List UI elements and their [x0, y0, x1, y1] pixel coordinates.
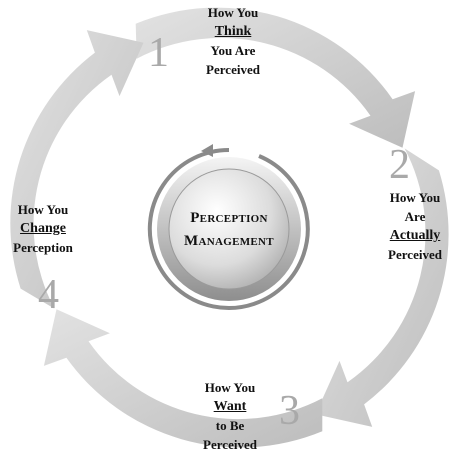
- step-3-emphasis: Want: [213, 399, 247, 414]
- step-4-emphasis: Change: [20, 221, 66, 236]
- step-1-label: How You Think You Are Perceived: [178, 3, 288, 79]
- center-cycle-arrow: [147, 148, 310, 310]
- step-1-number: 1: [148, 30, 169, 76]
- arrow-top-right: [135, 7, 416, 148]
- step-2-line2: Are: [404, 209, 426, 224]
- step-1-line1: How You: [207, 5, 259, 20]
- step-3-number: 3: [279, 388, 300, 434]
- arrow-top-left: [10, 30, 144, 309]
- center-emblem: Perception Management: [147, 144, 310, 310]
- step-2-label: How You Are Actually Perceived: [375, 188, 455, 264]
- step-1-emphasis: Think: [214, 24, 252, 39]
- step-2-emphasis: Actually: [389, 228, 441, 243]
- step-3-line3: Perceived: [203, 437, 257, 452]
- step-4-line1: How You: [17, 202, 69, 217]
- step-2-line3: Perceived: [388, 247, 442, 262]
- arrow-bottom-right: [315, 148, 449, 427]
- arrow-bottom-left: [43, 309, 323, 448]
- center-title-line1: Perception: [190, 210, 268, 226]
- center-title-line2: Management: [184, 233, 274, 249]
- step-3-line2: to Be: [215, 418, 245, 433]
- step-1-line2: You Are: [210, 43, 256, 58]
- center-cycle-arrowhead: [201, 144, 213, 157]
- step-4-line2: Perception: [13, 240, 73, 255]
- step-2-number: 2: [389, 142, 410, 188]
- step-4-label: How You Change Perception: [0, 200, 86, 257]
- step-3-label: How You Want to Be Perceived: [180, 378, 280, 454]
- step-4-number: 4: [38, 272, 59, 318]
- cycle-arrows: [10, 7, 449, 448]
- step-2-line1: How You: [389, 190, 441, 205]
- center-disc: [168, 168, 290, 290]
- step-3-line1: How You: [204, 380, 256, 395]
- step-1-line3: Perceived: [206, 62, 260, 77]
